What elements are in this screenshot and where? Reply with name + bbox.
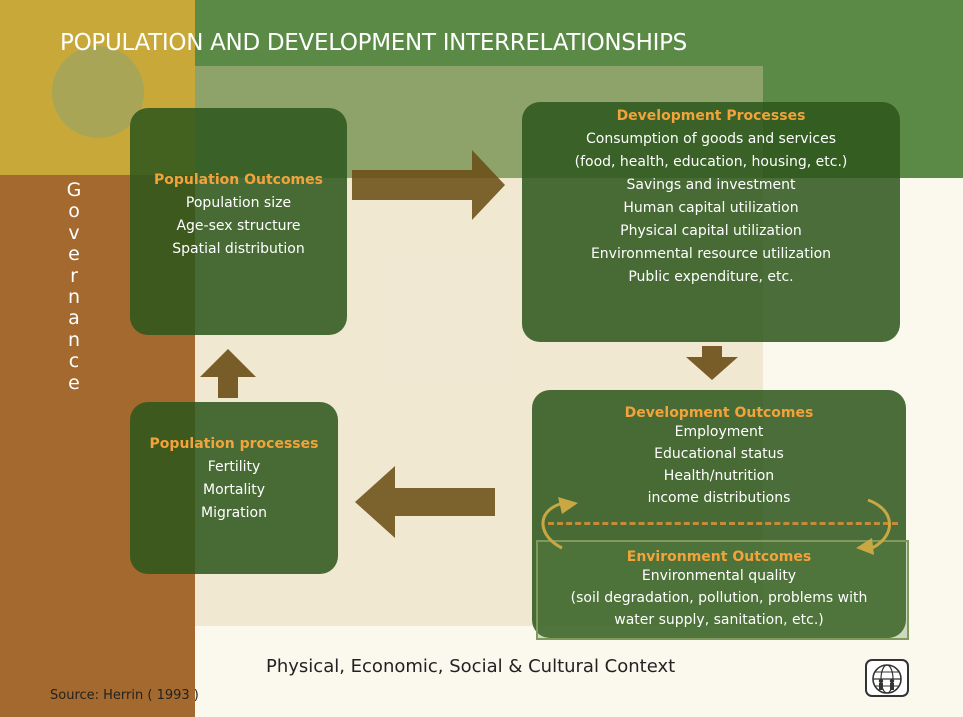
governance-letter: e: [68, 243, 80, 266]
governance-letter: r: [70, 264, 78, 287]
slide-title: POPULATION AND DEVELOPMENT INTERRELATION…: [60, 30, 687, 56]
environment-outcomes-item: water supply, sanitation, etc.): [614, 612, 824, 628]
development-outcomes-item: Educational status: [654, 446, 784, 462]
dashed-divider: [548, 522, 898, 525]
governance-label: G o v e r n a n c e: [64, 179, 84, 394]
governance-letter: o: [68, 200, 80, 223]
population-outcomes-item: Spatial distribution: [172, 241, 305, 257]
population-outcomes-heading: Population Outcomes: [154, 172, 323, 188]
context-caption: Physical, Economic, Social & Cultural Co…: [266, 656, 676, 677]
population-outcomes-item: Population size: [185, 195, 292, 211]
development-processes-item: Environmental resource utilization: [590, 246, 832, 262]
cycle-arrow-icon: [867, 498, 891, 550]
development-outcomes-heading: Development Outcomes: [624, 405, 814, 421]
environment-outcomes-frame: [536, 540, 909, 640]
environment-outcomes-heading: Environment Outcomes: [626, 549, 812, 565]
population-outcomes-item: Age-sex structure: [176, 218, 301, 234]
environment-outcomes-item: (soil degradation, pollution, problems w…: [570, 590, 868, 606]
development-outcomes-item: income distributions: [647, 490, 791, 506]
population-processes-item: Mortality: [202, 482, 266, 498]
population-processes-item: Fertility: [207, 459, 261, 475]
arrow-right-icon: [352, 150, 505, 220]
governance-letter: e: [68, 371, 80, 394]
population-outcomes-box: Population Outcomes Population size Age-…: [130, 108, 347, 335]
cycle-arrow-icon: [856, 538, 874, 555]
arrow-down-icon: [686, 346, 738, 380]
governance-letter: c: [68, 350, 80, 373]
governance-letter: G: [66, 179, 82, 201]
environment-outcomes-item: Environmental quality: [641, 568, 797, 584]
environment-outcomes-box: Environment Outcomes Environmental quali…: [532, 540, 906, 638]
population-processes-heading: Population processes: [149, 436, 319, 452]
governance-letter: v: [68, 221, 80, 244]
decorative-circle: [52, 46, 144, 138]
development-outcomes-item: Health/nutrition: [663, 468, 775, 484]
governance-letter: a: [68, 307, 80, 330]
development-processes-item: Savings and investment: [626, 177, 796, 193]
population-processes-box: Population processes Fertility Mortality…: [130, 402, 338, 574]
cycle-arrow-icon: [558, 497, 578, 514]
development-outcomes-box: Development Outcomes Employment Educatio…: [532, 390, 906, 638]
governance-letter: n: [67, 286, 81, 309]
population-processes-item: Migration: [200, 505, 267, 521]
development-outcomes-item: Employment: [674, 424, 764, 440]
development-processes-item: Human capital utilization: [623, 200, 799, 216]
governance-letter: n: [67, 328, 81, 351]
arrow-up-icon: [200, 349, 256, 398]
development-processes-box: Development Processes Consumption of goo…: [522, 102, 900, 342]
globe-logo-icon: [865, 659, 909, 697]
development-processes-heading: Development Processes: [616, 108, 806, 124]
development-processes-item: Physical capital utilization: [620, 223, 802, 239]
arrow-left-icon: [355, 466, 495, 538]
development-processes-item: Consumption of goods and services: [586, 131, 836, 147]
development-processes-item: (food, health, education, housing, etc.): [574, 154, 848, 170]
cycle-arrow-icon: [541, 502, 563, 550]
source-note: Source: Herrin ( 1993 ): [50, 688, 199, 703]
development-processes-item: Public expenditure, etc.: [628, 269, 794, 285]
